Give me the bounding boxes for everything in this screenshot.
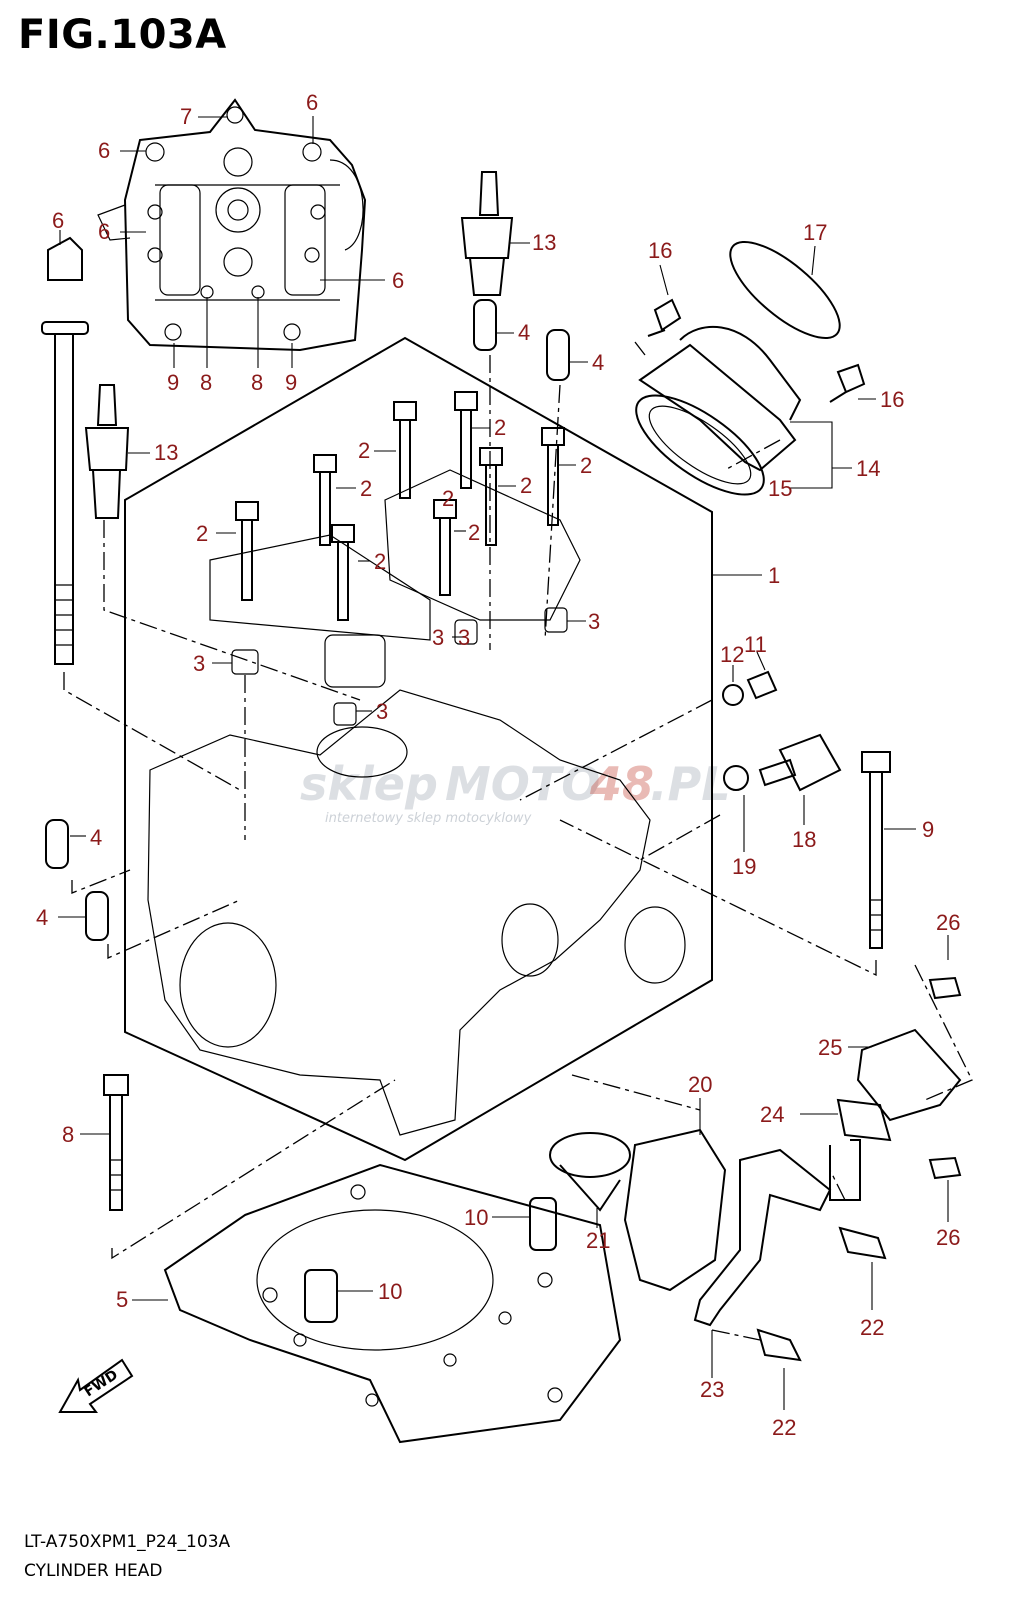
callout-2: 2	[374, 549, 386, 574]
callout-25: 25	[818, 1035, 842, 1060]
forward-arrow-icon: FWD	[58, 1358, 134, 1413]
callout-leaders	[58, 116, 949, 1410]
callout-6: 6	[306, 90, 318, 115]
callout-8: 8	[251, 370, 263, 395]
assembly-lines	[63, 341, 973, 1341]
callout-6: 6	[52, 208, 64, 233]
callout-4: 4	[36, 905, 48, 930]
callout-4: 4	[518, 320, 530, 345]
callout-14: 14	[856, 456, 880, 481]
callout-18: 18	[792, 827, 816, 852]
callout-2: 2	[196, 521, 208, 546]
callout-24: 24	[760, 1102, 784, 1127]
callout-6: 6	[98, 219, 110, 244]
callout-19: 19	[732, 854, 756, 879]
figure-title: FIG.103A	[18, 12, 227, 58]
callout-3: 3	[376, 699, 388, 724]
spark-plug-drawings	[84, 171, 514, 519]
intake-pipe-drawing	[635, 240, 866, 496]
drawing-code: LT-A750XPM1_P24_103A	[24, 1532, 231, 1552]
callout-3: 3	[588, 609, 600, 634]
head-bolts-drawing	[235, 391, 565, 621]
callout-labels: 7 6 6 6 6 6 9 8 8 9 13 13 4 4 4 4 2 2 2 …	[36, 90, 960, 1440]
callout-10: 10	[378, 1279, 402, 1304]
sensor-parts-drawing	[722, 670, 891, 949]
callout-26: 26	[936, 910, 960, 935]
callout-13: 13	[154, 440, 178, 465]
camshaft-housing-drawing	[97, 98, 367, 352]
callout-2: 2	[358, 438, 370, 463]
callout-9: 9	[167, 370, 179, 395]
callout-13: 13	[532, 230, 556, 255]
callout-21: 21	[586, 1228, 610, 1253]
callout-2: 2	[580, 453, 592, 478]
callout-2: 2	[494, 415, 506, 440]
callout-2: 2	[442, 486, 454, 511]
callout-2: 2	[520, 473, 532, 498]
callout-4: 4	[592, 350, 604, 375]
watermark-tagline: internetowy sklep motocyklowy	[325, 811, 532, 826]
callout-3: 3	[193, 651, 205, 676]
callout-2: 2	[468, 520, 480, 545]
callout-5: 5	[116, 1287, 128, 1312]
watermark-brand-right: MOTO	[445, 757, 600, 811]
callout-11: 11	[744, 632, 767, 657]
watermark: sklep MOTO 48 .PL internetowy sklep moto…	[300, 757, 731, 826]
callout-3: 3	[458, 625, 470, 650]
callout-26: 26	[936, 1225, 960, 1250]
watermark-brand-tld: .PL	[650, 757, 731, 811]
callout-17: 17	[803, 220, 827, 245]
bracket-hose-drawing	[304, 976, 962, 1362]
callout-7: 7	[180, 104, 192, 129]
callout-23: 23	[700, 1377, 724, 1402]
cylinder-head-outline	[124, 336, 713, 1162]
lower-bolt-drawing	[103, 1074, 129, 1211]
callout-2: 2	[360, 476, 372, 501]
callout-8: 8	[200, 370, 212, 395]
callout-6: 6	[98, 138, 110, 163]
callout-4: 4	[90, 825, 102, 850]
callout-22: 22	[772, 1415, 796, 1440]
callout-3: 3	[432, 625, 444, 650]
watermark-brand-number: 48	[589, 757, 654, 811]
callout-16: 16	[880, 387, 904, 412]
callout-16: 16	[648, 238, 672, 263]
callout-1: 1	[768, 563, 780, 588]
callout-15: 15	[768, 476, 792, 501]
dowel-pins-drawing	[45, 299, 570, 941]
callout-6: 6	[392, 268, 404, 293]
figure-name: CYLINDER HEAD	[24, 1561, 163, 1581]
watermark-brand-left: sklep	[300, 757, 438, 811]
callout-20: 20	[688, 1072, 712, 1097]
callout-10: 10	[464, 1205, 488, 1230]
callout-9: 9	[922, 817, 934, 842]
callout-9: 9	[285, 370, 297, 395]
head-gasket-drawing	[163, 1163, 622, 1444]
callout-22: 22	[860, 1315, 884, 1340]
callout-8: 8	[62, 1122, 74, 1147]
callout-12: 12	[720, 642, 744, 667]
long-stud-bolt-drawing	[41, 236, 89, 665]
